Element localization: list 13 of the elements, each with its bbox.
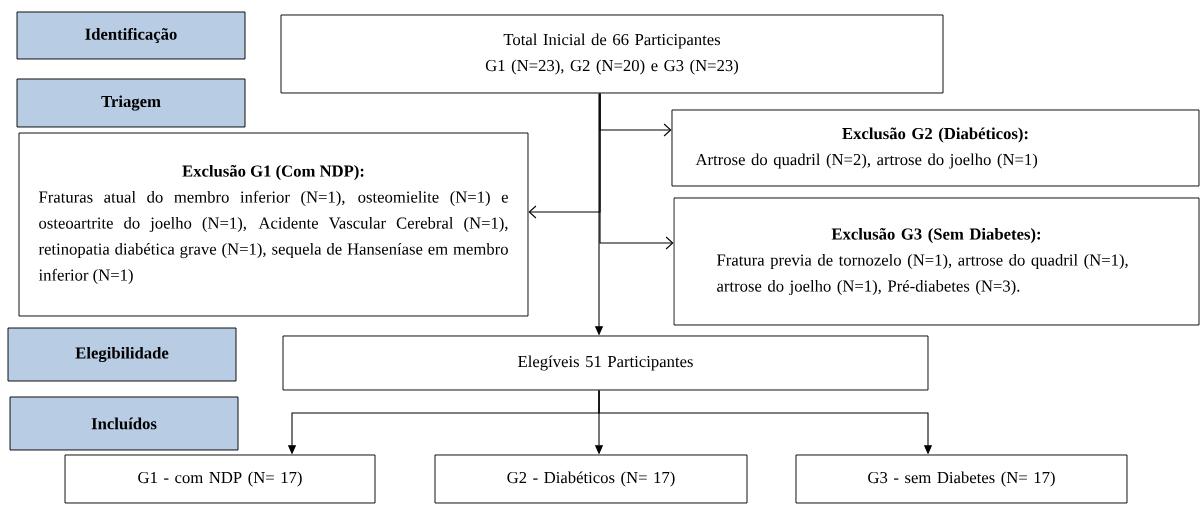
stage-label-box: Triagem <box>16 78 246 128</box>
process-box: Elegíveis 51 Participantes <box>282 335 929 391</box>
arrow <box>599 92 674 250</box>
exclusion-box: Exclusão G3 (Sem Diabetes): Fratura previa de tornozelo (N=1), artrose do quadril (N=1), artrose do joelho (N=1), Pré-diabetes (N=3). <box>673 197 1200 326</box>
exclusion-box: Exclusão G1 (Com NDP): Fraturas atual do membro inferior (N=1), osteomielite (N=1) e osteoartrite do joelho (N=1), Acidente Vascular Cerebral (N=1), retinopatia diabética grave (N=1), sequela de Hanseníase em membro inferior (N=1) <box>18 132 529 317</box>
process-box: G1 - com NDP (N= 17) <box>64 454 376 504</box>
process-box: Total Inicial de 66 Participantes G1 (N=23), G2 (N=20) e G3 (N=23) <box>280 14 944 94</box>
process-box: G3 - sem Diabetes (N= 17) <box>795 454 1128 504</box>
stage-label-box: Incluídos <box>9 396 239 451</box>
stage-label-box: Identificação <box>16 11 246 60</box>
exclusion-box: Exclusão G2 (Diabéticos): Artrose do quadril (N=2), artrose do joelho (N=1) <box>671 109 1200 187</box>
process-box: G2 - Diabéticos (N= 17) <box>434 454 748 504</box>
stage-label-box: Elegibilidade <box>7 327 237 382</box>
